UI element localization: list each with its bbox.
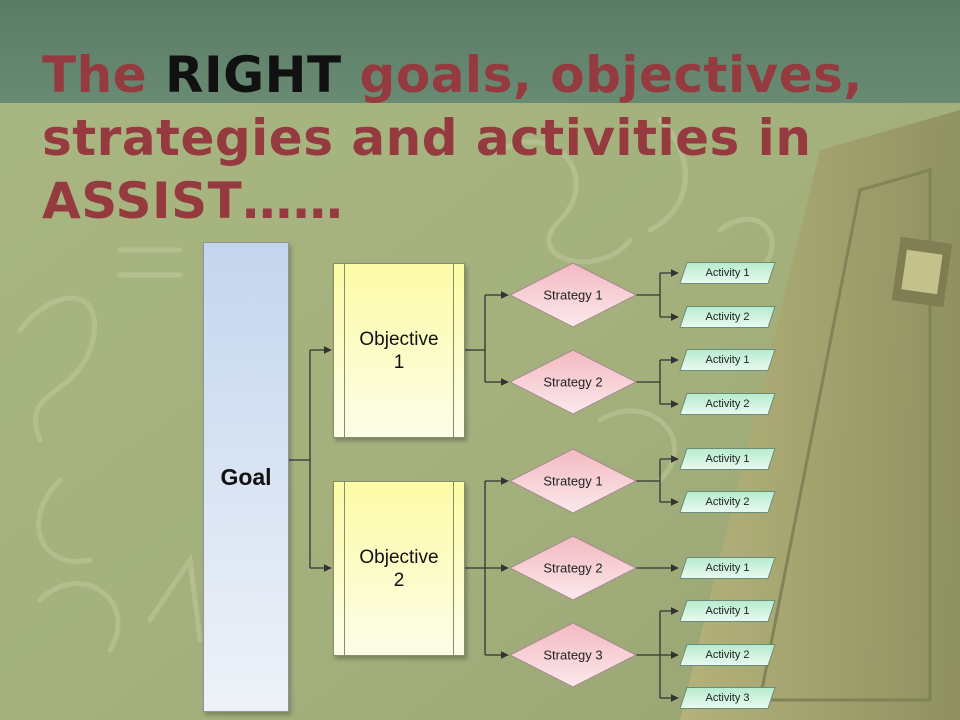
objective-1-strategy-2-activity-1-box xyxy=(679,349,776,371)
objective-2-strategy-1-activity-1-label: Activity 1 xyxy=(705,453,750,465)
objective-1-strategy-2-label: Strategy 2 xyxy=(543,374,603,390)
objective-2-strategy-2-diamond xyxy=(508,535,638,601)
objective-1-strategy-2-activity-2-box xyxy=(679,393,776,415)
objective-1-strategy-1-diamond xyxy=(508,262,638,328)
goal-label: Goal xyxy=(220,463,272,490)
objective-1-label: Objective 1 xyxy=(359,328,439,373)
objective-2-strategy-1-label: Strategy 1 xyxy=(543,473,603,489)
objective-1-box: Objective 1 xyxy=(333,263,465,438)
objective-2-strategy-2-activity-1-label: Activity 1 xyxy=(705,562,750,574)
objective-1-strategy-2-diamond xyxy=(508,349,638,415)
title-part1: The xyxy=(42,46,166,104)
objective-2-strategy-1-activity-1-box xyxy=(679,448,776,470)
objective-2-label: Objective 2 xyxy=(359,546,439,591)
title-emphasis: RIGHT xyxy=(165,46,342,104)
objective-2-strategy-2-activity-1-box xyxy=(679,557,776,579)
objective-2-strategy-3-activity-2-label: Activity 2 xyxy=(705,649,750,661)
objective-2-strategy-1-activity-2-box xyxy=(679,491,776,513)
goal-box: Goal xyxy=(203,242,289,712)
objective-1-strategy-1-activity-1-box xyxy=(679,262,776,284)
objective-2-strategy-3-activity-1-box xyxy=(679,600,776,622)
objective-2-strategy-1-activity-2-label: Activity 2 xyxy=(705,496,750,508)
objective-2-strategy-3-diamond xyxy=(508,622,638,688)
objective-2-strategy-3-activity-1-label: Activity 1 xyxy=(705,605,750,617)
header-band xyxy=(0,0,960,103)
objective-2-box: Objective 2 xyxy=(333,481,465,656)
slide-title: The RIGHT goals, objectives, strategies … xyxy=(42,44,942,233)
objective-1-strategy-2-activity-2-label: Activity 2 xyxy=(705,398,750,410)
objective-2-strategy-3-activity-3-box xyxy=(679,687,776,709)
objective-2-strategy-3-activity-2-box xyxy=(679,644,776,666)
objective-1-strategy-2-activity-1-label: Activity 1 xyxy=(705,354,750,366)
title-part2: goals, objectives, strategies and activi… xyxy=(42,46,863,230)
objective-1-strategy-1-activity-2-label: Activity 2 xyxy=(705,311,750,323)
objective-2-strategy-1-diamond xyxy=(508,448,638,514)
objective-2-strategy-3-label: Strategy 3 xyxy=(543,647,603,663)
objective-2-strategy-2-label: Strategy 2 xyxy=(543,560,603,576)
objective-1-strategy-1-activity-1-label: Activity 1 xyxy=(705,267,750,279)
objective-1-strategy-1-label: Strategy 1 xyxy=(543,287,603,303)
objective-2-strategy-3-activity-3-label: Activity 3 xyxy=(705,692,750,704)
objective-1-strategy-1-activity-2-box xyxy=(679,306,776,328)
